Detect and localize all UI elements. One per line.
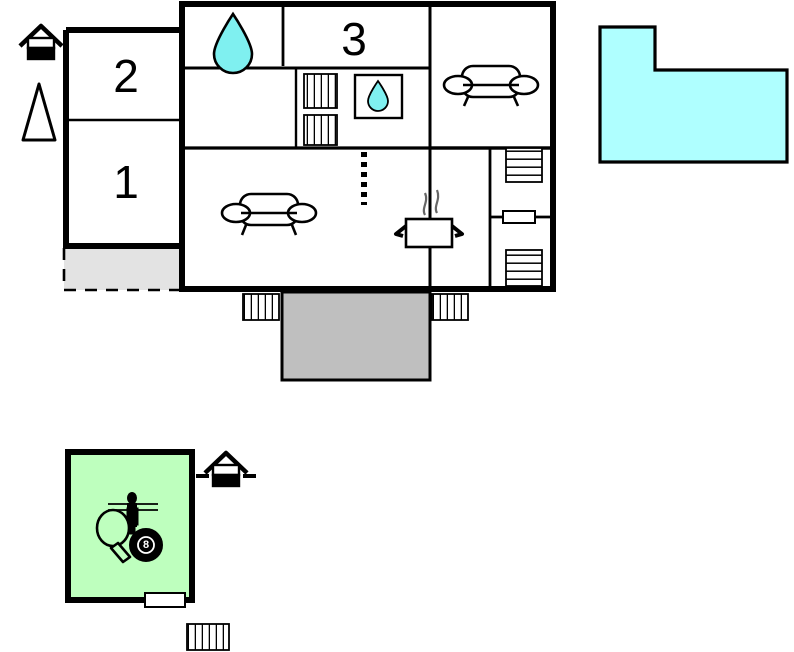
radiator-body (303, 73, 338, 109)
tree-triangle-icon (21, 82, 57, 142)
billiard-ball-icon[interactable]: 8 (129, 528, 163, 562)
house-upper-body (211, 463, 241, 477)
house-upper-body (26, 36, 56, 50)
cooking-pot-icon (394, 189, 464, 249)
annex-door[interactable] (144, 592, 186, 608)
paddle-head (95, 508, 131, 548)
stairs-body (505, 249, 543, 287)
door-icon-utility[interactable] (502, 210, 536, 224)
pool-shape (598, 25, 789, 164)
sofa-icon (442, 64, 540, 107)
radiator-body (303, 114, 338, 146)
tree-shape (21, 82, 57, 142)
water-drop-small-shape (367, 79, 389, 112)
door-leaf (502, 210, 536, 224)
water-drop-icon (212, 11, 254, 75)
wall-left-wing (63, 30, 181, 249)
entrance-house-icon (18, 23, 64, 61)
eight-ball-number: 8 (143, 539, 149, 551)
radiator-body (186, 623, 230, 651)
left-wing-floor (64, 28, 182, 248)
radiator-body (242, 293, 280, 321)
sofa-leg-left (240, 224, 248, 236)
stairs-icon-top (505, 147, 543, 183)
radiator-terrace-left (242, 293, 280, 321)
stairs-body (505, 147, 543, 183)
radiator-terrace-right (431, 293, 469, 321)
eight-ball-circle (137, 536, 155, 554)
bedroom-3-label: 3 (341, 13, 367, 65)
wall-main-block (179, 1, 556, 292)
bedroom-2-label: 2 (113, 50, 139, 102)
terrace[interactable] (280, 290, 432, 382)
porch-dashed-border (62, 248, 181, 292)
radiator-hall-upper (303, 73, 338, 109)
exterior-walls (63, 1, 556, 292)
paddle-handle (109, 541, 132, 564)
water-drop-shape (212, 11, 254, 75)
sofa-icon-living (220, 192, 318, 236)
steam-left (422, 192, 428, 216)
steam-right (434, 189, 440, 214)
pot-handle-left (394, 224, 408, 238)
water-drop-small-icon (367, 79, 389, 112)
porch-fill (64, 248, 181, 290)
house-lower-body (26, 46, 56, 61)
pot-handle-right (450, 224, 464, 238)
radiator-hall-lower (303, 114, 338, 146)
sofa-leg-right (290, 224, 298, 236)
swimming-pool[interactable] (598, 25, 789, 164)
stairs-icon-bottom (505, 249, 543, 287)
house-lower-body (211, 473, 241, 488)
foosball-player-head (127, 492, 137, 504)
sofa-leg-left (462, 96, 470, 107)
terrace-slab (280, 290, 432, 382)
radiator-body (431, 293, 469, 321)
sofa-leg-right (512, 96, 520, 107)
entrance-house-icon-annex (196, 450, 256, 488)
annex-radiator (186, 623, 230, 651)
table-tennis-icon (95, 508, 132, 564)
pot-body (404, 217, 454, 249)
bedroom-1-label: 1 (113, 156, 139, 208)
porch (62, 248, 181, 292)
foosball-player-body (127, 503, 137, 527)
